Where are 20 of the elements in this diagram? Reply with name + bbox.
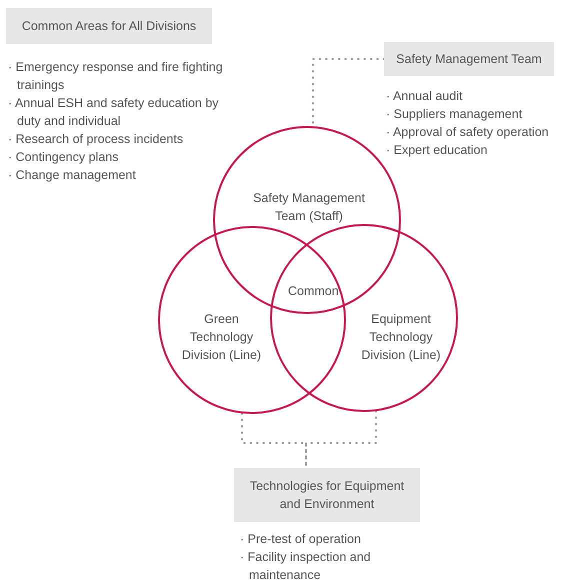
bullet-item: · Annual ESH and safety education by duty and individual [8,95,220,130]
intersection-label: Common [288,283,339,300]
bullet-item: · Contingency plans [8,149,120,166]
circle-label: Equipment Technology Division (Line) [360,311,442,364]
bullet-item: · Approval of safety operation [386,124,550,141]
bullet-item: · Annual audit [386,88,464,105]
circle-label: Safety Management Team (Staff) [252,190,366,225]
heading-box: Safety Management Team [384,42,554,76]
bullet-item: · Pre-test of operation [240,531,362,548]
bullet-item: · Expert education [386,142,488,159]
heading-box: Common Areas for All Divisions [6,8,212,44]
bullet-item: · Change management [8,167,137,184]
venn-circle [270,224,458,412]
bullet-item: · Suppliers management [386,106,524,123]
bullet-item: · Emergency response and fire fighting trainings [8,59,223,94]
venn-circle [158,226,346,414]
heading-box: Technologies for Equipment and Environment [234,468,420,522]
circle-label: Green Technology Division (Line) [180,311,262,364]
bullet-item: · Research of process incidents [8,131,184,148]
bullet-item: · Facility inspection and maintenance [240,549,372,584]
